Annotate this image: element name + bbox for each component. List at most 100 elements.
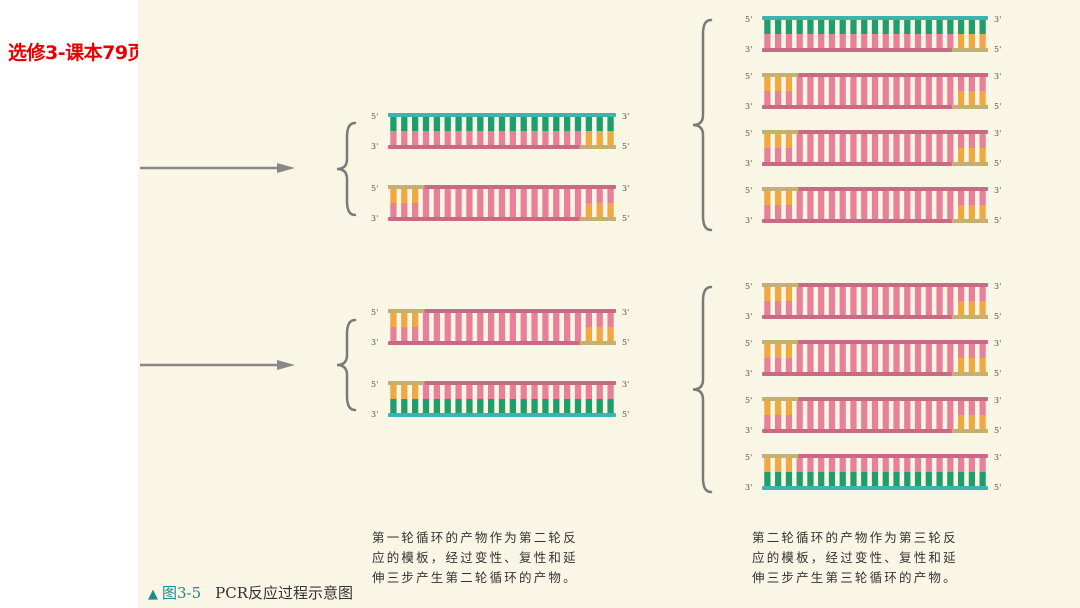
top-base xyxy=(542,117,549,131)
top-base xyxy=(871,401,879,415)
bottom-base xyxy=(509,327,517,341)
top-base xyxy=(947,287,954,301)
bottom-base xyxy=(520,327,527,341)
bottom-base xyxy=(947,358,954,372)
top-base xyxy=(893,77,900,91)
top-base xyxy=(796,134,803,148)
bottom-base xyxy=(839,205,846,219)
bottom-base xyxy=(401,327,408,341)
top-base xyxy=(607,117,614,131)
top-base xyxy=(807,20,814,34)
bottom-base xyxy=(585,131,593,145)
top-base xyxy=(498,385,506,399)
top-base xyxy=(531,189,538,203)
top-base xyxy=(553,189,560,203)
bottom-base xyxy=(925,91,932,105)
top-base xyxy=(498,117,506,131)
top-base xyxy=(444,385,451,399)
bottom-base xyxy=(947,91,954,105)
top-base xyxy=(563,313,571,327)
bottom-base xyxy=(914,91,922,105)
strand-end-label: 3' xyxy=(745,426,752,435)
bottom-base xyxy=(775,415,782,429)
top-base xyxy=(828,20,836,34)
bottom-base xyxy=(904,91,911,105)
top-backbone xyxy=(388,381,616,385)
bottom-base xyxy=(861,301,868,315)
top-base xyxy=(925,191,932,205)
bottom-base xyxy=(444,327,451,341)
bottom-base xyxy=(531,131,538,145)
bottom-base xyxy=(422,203,430,217)
bottom-base xyxy=(796,472,803,486)
caption-line: 应的模板，经过变性、复性和延 xyxy=(752,550,958,565)
top-base xyxy=(401,189,408,203)
top-base xyxy=(390,313,397,327)
bottom-base xyxy=(828,205,836,219)
strand-end-label: 3' xyxy=(371,338,378,347)
bottom-base xyxy=(807,301,814,315)
bottom-base xyxy=(818,91,825,105)
bottom-base xyxy=(455,327,462,341)
caption-line: 伸三步产生第二轮循环的产物。 xyxy=(372,570,578,585)
bottom-base xyxy=(775,91,782,105)
top-base xyxy=(596,385,603,399)
bottom-base xyxy=(411,203,419,217)
bottom-base xyxy=(807,91,814,105)
top-base xyxy=(553,313,560,327)
top-base xyxy=(466,385,473,399)
bottom-base xyxy=(957,358,965,372)
corner-tag: 选修3-课本79页 xyxy=(8,42,147,64)
top-base xyxy=(455,385,462,399)
bottom-base xyxy=(509,203,517,217)
bottom-base xyxy=(828,91,836,105)
bottom-base xyxy=(882,34,889,48)
bottom-base xyxy=(828,358,836,372)
top-base xyxy=(390,385,397,399)
top-base xyxy=(596,189,603,203)
bottom-base xyxy=(466,327,473,341)
strand-end-label: 3' xyxy=(994,282,1001,291)
top-base xyxy=(422,313,430,327)
top-base xyxy=(509,385,517,399)
bottom-base xyxy=(925,472,932,486)
top-base xyxy=(936,287,943,301)
top-base xyxy=(968,344,975,358)
bottom-base xyxy=(807,148,814,162)
bottom-base xyxy=(422,327,430,341)
strand-end-label: 5' xyxy=(622,338,629,347)
bottom-base xyxy=(785,148,793,162)
bottom-base xyxy=(925,301,932,315)
top-base xyxy=(861,20,868,34)
bottom-base xyxy=(785,358,793,372)
bottom-base xyxy=(828,301,836,315)
top-base xyxy=(904,344,911,358)
top-base xyxy=(957,401,965,415)
top-base xyxy=(925,401,932,415)
bottom-base xyxy=(957,301,965,315)
bottom-base xyxy=(882,472,889,486)
top-base xyxy=(818,191,825,205)
bottom-base xyxy=(509,131,517,145)
strand-end-label: 3' xyxy=(745,369,752,378)
bottom-base xyxy=(807,358,814,372)
bottom-base xyxy=(914,472,922,486)
top-base xyxy=(979,20,986,34)
top-base xyxy=(520,313,527,327)
top-base xyxy=(411,117,419,131)
primer-backbone xyxy=(762,397,799,401)
bottom-base xyxy=(764,358,771,372)
top-base xyxy=(796,344,803,358)
top-base xyxy=(785,401,793,415)
top-base xyxy=(574,313,582,327)
top-base xyxy=(893,344,900,358)
bottom-base xyxy=(839,301,846,315)
bottom-base xyxy=(839,358,846,372)
strand-end-label: 5' xyxy=(745,186,752,195)
bottom-base xyxy=(390,203,397,217)
top-base xyxy=(828,134,836,148)
top-base xyxy=(775,287,782,301)
bottom-base xyxy=(850,91,857,105)
top-base xyxy=(914,20,922,34)
strand-end-label: 5' xyxy=(622,214,629,223)
